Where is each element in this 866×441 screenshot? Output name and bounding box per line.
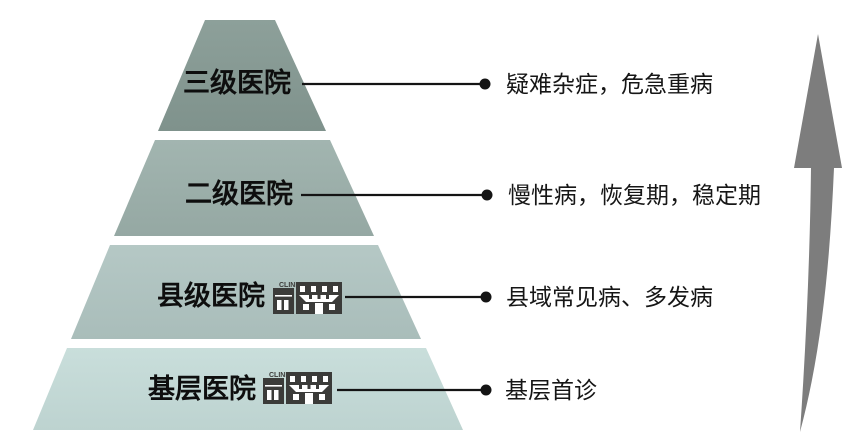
- tier-3-label: 县级医院: [157, 281, 265, 311]
- tier-2-label: 二级医院: [185, 179, 293, 209]
- clinic-building-icon: CLINIC: [273, 282, 342, 314]
- tier-3-description: 县域常见病、多发病: [506, 284, 713, 310]
- tier-4-description: 基层首诊: [505, 377, 597, 403]
- connector-dot-2: [481, 189, 493, 201]
- tier-4-label: 基层医院: [148, 374, 256, 404]
- pyramid-tier-4-shape: [33, 348, 463, 430]
- tier-1-label: 三级医院: [183, 68, 291, 98]
- connector-dot-4: [480, 384, 492, 396]
- tier-1-description: 疑难杂症，危急重病: [506, 71, 713, 97]
- pyramid-tier-1-shape: [158, 20, 326, 131]
- connector-lines: [301, 82, 487, 392]
- pyramid-tier-2-shape: [114, 140, 374, 236]
- tier-2-description: 慢性病，恢复期，稳定期: [508, 182, 761, 208]
- clinic-icon-label: CLINIC: [269, 372, 292, 379]
- clinic-icon-label: CLINIC: [279, 282, 302, 289]
- pyramid-tier-3-shape: [71, 245, 421, 339]
- connector-dot-1: [479, 78, 491, 90]
- up-arrow-icon: [794, 34, 842, 432]
- connector-dots: [479, 78, 493, 396]
- connector-dot-3: [480, 291, 492, 303]
- clinic-building-icon: CLINIC: [263, 372, 332, 404]
